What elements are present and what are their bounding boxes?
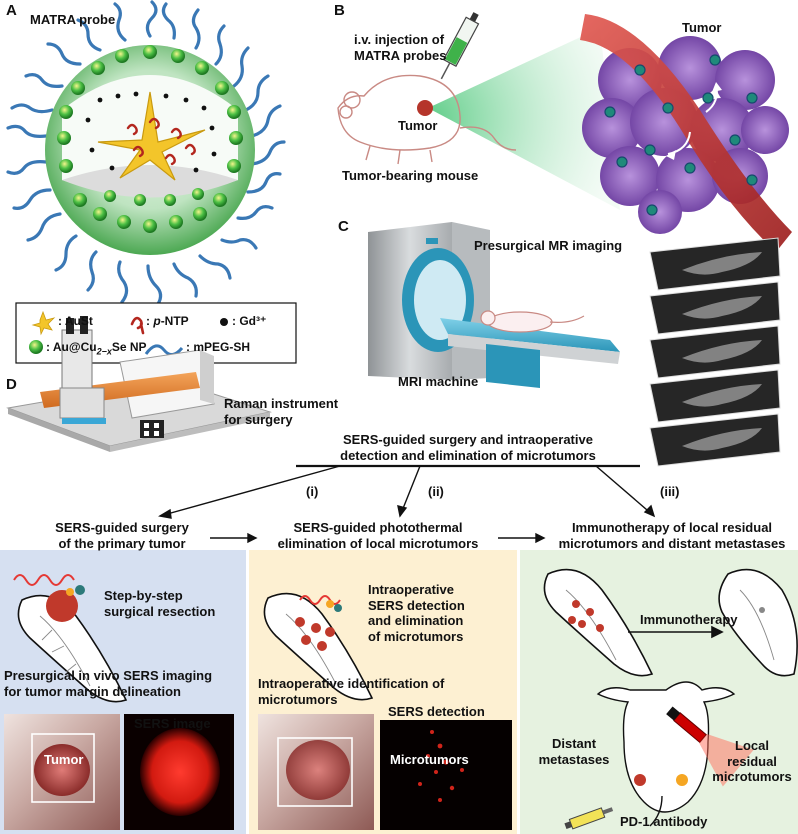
branch-1-label: SERS-guided surgery of the primary tumor: [55, 520, 189, 551]
panel-letter-b: B: [334, 2, 345, 19]
branch-arrows: [158, 465, 656, 544]
raman-instrument: [6, 316, 272, 452]
raman-label: Raman instrument for surgery: [224, 396, 339, 427]
microtumor-spots: [418, 730, 464, 802]
pntp-molecules: [126, 117, 196, 166]
gd-ions: [85, 91, 217, 173]
identification-label: Intraoperative identification of microtu…: [258, 676, 445, 707]
mouse-drawing: [337, 74, 517, 165]
immunotherapy-arrow: [628, 625, 724, 639]
mri-machine: [368, 222, 620, 388]
panel-d-heading: SERS-guided surgery and intraoperative d…: [340, 432, 596, 463]
tumor-cluster: [582, 36, 789, 234]
sers-detection-label: SERS detection: [388, 704, 485, 719]
sers-imaging-label: Presurgical in vivo SERS imaging for tum…: [4, 668, 213, 699]
peg-chains: [6, 0, 286, 306]
step-i-label: (i): [306, 484, 319, 499]
antibody-syringe-icon: [564, 807, 614, 830]
distant-metastases-label: Distant metastases: [538, 736, 610, 767]
panel-letter-d: D: [6, 376, 17, 393]
photo-tumor-label: Tumor: [44, 752, 84, 767]
probe-title: MATRA probe: [30, 12, 116, 27]
photo-sers-detection: [380, 720, 512, 830]
legend-np-icon: [29, 340, 43, 354]
blood-vessel: [580, 14, 792, 252]
mouse-tumor-label: Tumor: [398, 118, 438, 133]
mouse-label: Tumor-bearing mouse: [342, 168, 479, 183]
local-residual-label: Local residual microtumors: [712, 738, 792, 785]
surgical-roi-box: [277, 737, 353, 807]
legend-gd-icon: [220, 318, 228, 326]
au-star: [97, 91, 206, 181]
tumor-zoom-label: Tumor: [682, 20, 722, 35]
mouse-tumor: [417, 100, 433, 116]
mouse-on-bed: [480, 310, 585, 333]
sers-image-label: SERS image: [134, 716, 211, 731]
mri-slices: [649, 237, 781, 467]
microtumors-label: Microtumors: [390, 752, 469, 767]
resection-label: Step-by-step surgical resection: [104, 588, 216, 619]
syringe-icon: [440, 12, 480, 80]
local-residual-spot: [676, 774, 688, 786]
probes-in-tumor: [604, 54, 758, 216]
panel-letter-c: C: [338, 218, 349, 235]
legend-peg-label: : mPEG-SH: [186, 340, 251, 354]
panel-letter-a: A: [6, 2, 17, 19]
liver-drawing-3: [543, 568, 654, 677]
intraop-detection-label: Intraoperative SERS detection and elimin…: [368, 582, 465, 644]
liver-drawing-2: [263, 592, 374, 701]
immunotherapy-label: Immunotherapy: [640, 612, 738, 627]
step-ii-label: (ii): [428, 484, 444, 499]
legend-austt-label: : AuSt: [58, 314, 93, 328]
branch-2-label: SERS-guided photothermal elimination of …: [277, 520, 479, 551]
mri-machine-label: MRI machine: [398, 374, 479, 389]
presurgical-mr-label: Presurgical MR imaging: [474, 238, 623, 253]
diffusion-arrows: [666, 82, 722, 160]
legend-pntp-label: : p-NTP: [146, 314, 189, 328]
legend-pntp-icon: [130, 316, 145, 335]
branch-3-label: Immunotherapy of local residual microtum…: [558, 520, 786, 551]
distant-metastasis-spot: [634, 774, 646, 786]
laser-icon: [666, 706, 754, 787]
legend-austt-icon: [31, 310, 56, 336]
step-iii-label: (iii): [660, 484, 680, 499]
legend-gd-label: : Gd³⁺: [232, 314, 267, 328]
liver-drawing-1: [13, 574, 128, 703]
view-cone: [428, 28, 620, 210]
injection-label: i.v. injection of MATRA probes: [354, 32, 447, 63]
au-cu-se-nanoparticles: [57, 45, 243, 233]
tumor-roi-box: [31, 733, 95, 803]
legend-np-label: : Au@Cu2−xSe NP: [46, 340, 147, 357]
mouse-top-view: [596, 681, 736, 827]
liver-drawing-4: [718, 568, 798, 677]
pd1-antibody-label: PD-1 antibody: [620, 814, 708, 829]
